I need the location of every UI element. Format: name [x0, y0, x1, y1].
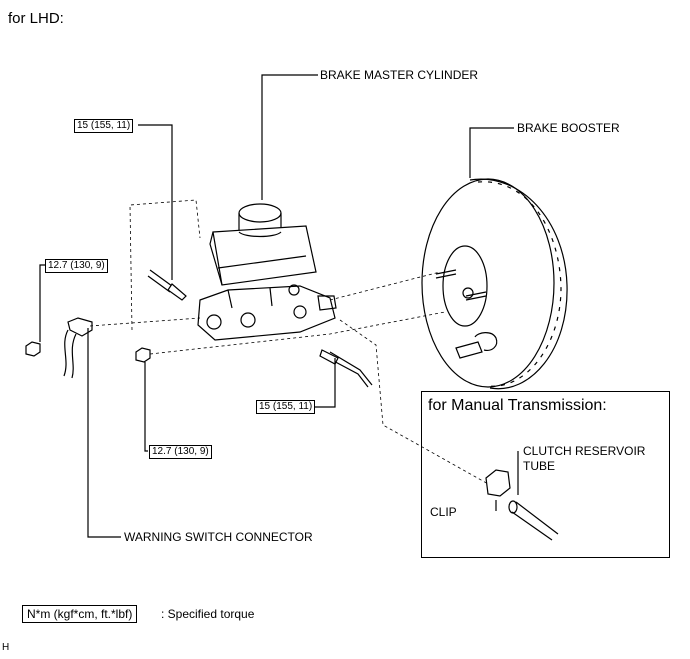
- clutch-reservoir-tube-label-line2: TUBE: [523, 459, 556, 473]
- brake-booster-label: BRAKE BOOSTER: [517, 121, 620, 135]
- torque-label-right-line: 15 (155, 11): [256, 400, 316, 414]
- page-heading: for LHD:: [8, 10, 64, 27]
- clutch-reservoir-tube-label-line1: CLUTCH RESERVOIR: [523, 444, 646, 458]
- brake-master-cylinder-drawing: [197, 203, 337, 341]
- footer-mark: H: [2, 642, 10, 653]
- manual-transmission-title: for Manual Transmission:: [428, 397, 607, 414]
- torque-label-left-nut: 12.7 (130, 9): [45, 259, 108, 273]
- brake-booster-drawing: [421, 178, 568, 390]
- legend-description: : Specified torque: [161, 607, 255, 621]
- brake-line-right: [327, 351, 373, 388]
- brake-line-left: [147, 269, 173, 293]
- clip-label: CLIP: [430, 505, 457, 519]
- warning-switch-connector-label: WARNING SWITCH CONNECTOR: [124, 530, 313, 544]
- legend-unit-box: N*m (kgf*cm, ft.*lbf): [22, 605, 138, 623]
- brake-master-cylinder-label: BRAKE MASTER CYLINDER: [320, 68, 479, 82]
- torque-label-top-left: 15 (155, 11): [74, 119, 134, 133]
- torque-label-lower-nut: 12.7 (130, 9): [149, 445, 212, 459]
- manual-transmission-box: [421, 391, 670, 558]
